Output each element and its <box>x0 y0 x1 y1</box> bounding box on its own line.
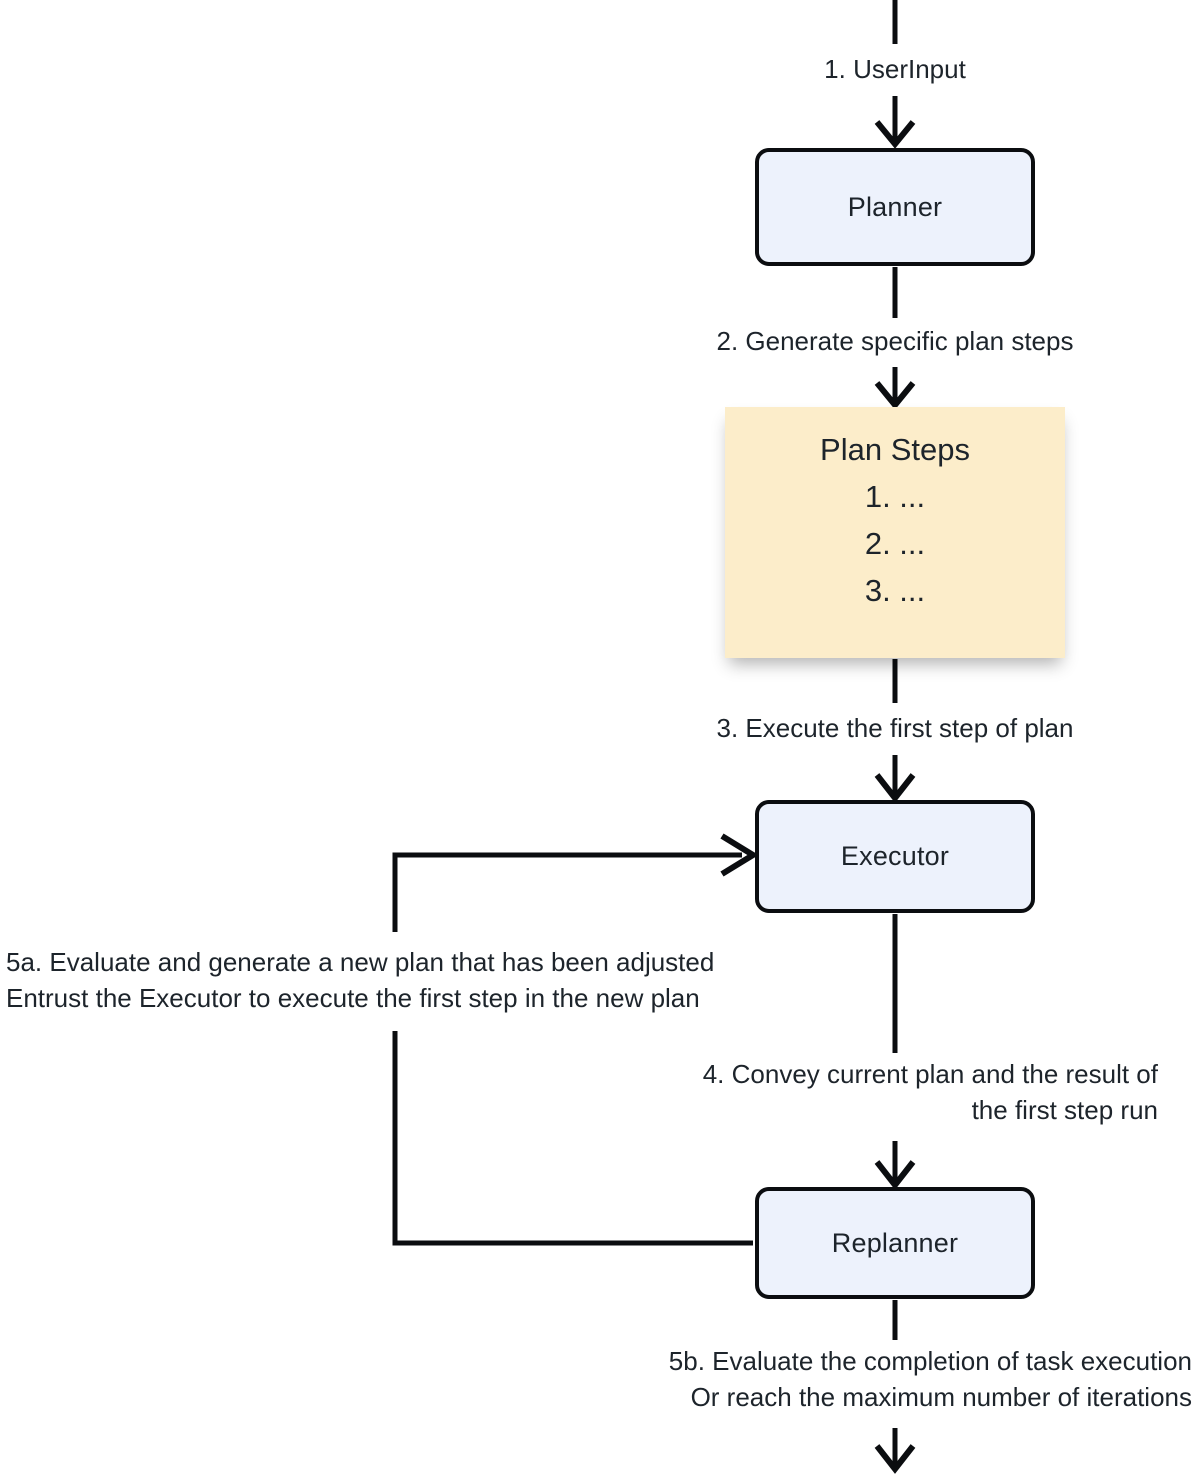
edge-replan-loop-top <box>392 852 742 932</box>
edge-execute-arrowhead <box>874 773 916 803</box>
edge-replan-loop-bottom <box>392 1031 753 1246</box>
edge-convey-arrowhead <box>874 1160 916 1190</box>
edge-replan-loop-arrowhead <box>720 833 759 877</box>
edge-label-userinput: 1. UserInput <box>824 54 966 84</box>
node-plan-steps-item-1: 1. ... <box>864 479 926 515</box>
node-replanner-label: Replanner <box>831 1227 959 1258</box>
edge-label-execute-first-step: 3. Execute the first step of plan <box>716 713 1074 743</box>
edge-label-replan-adjusted: 5a. Evaluate and generate a new plan tha… <box>6 947 715 1013</box>
node-executor-label: Executor <box>840 841 950 871</box>
node-plan-steps[interactable]: Plan Steps 1. ... 2. ... 3. ... <box>725 407 1065 658</box>
edge-label-task-complete: 5b. Evaluate the completion of task exec… <box>668 1346 1192 1412</box>
node-replanner[interactable]: Replanner <box>755 1187 1035 1299</box>
edge-finish-arrowhead <box>874 1444 916 1474</box>
node-plan-steps-item-2: 2. ... <box>864 526 926 562</box>
node-planner-label: Planner <box>847 191 943 222</box>
edge-userinput-arrowhead <box>874 120 916 149</box>
edge-label-generate-plan-steps: 2. Generate specific plan steps <box>716 326 1074 356</box>
node-plan-steps-title: Plan Steps <box>820 432 970 467</box>
edge-generate-arrowhead <box>874 381 916 410</box>
node-planner[interactable]: Planner <box>755 148 1035 266</box>
edge-label-convey-plan-result: 4. Convey current plan and the result of… <box>702 1059 1158 1125</box>
node-executor[interactable]: Executor <box>755 800 1035 913</box>
node-plan-steps-item-3: 3. ... <box>864 573 926 609</box>
